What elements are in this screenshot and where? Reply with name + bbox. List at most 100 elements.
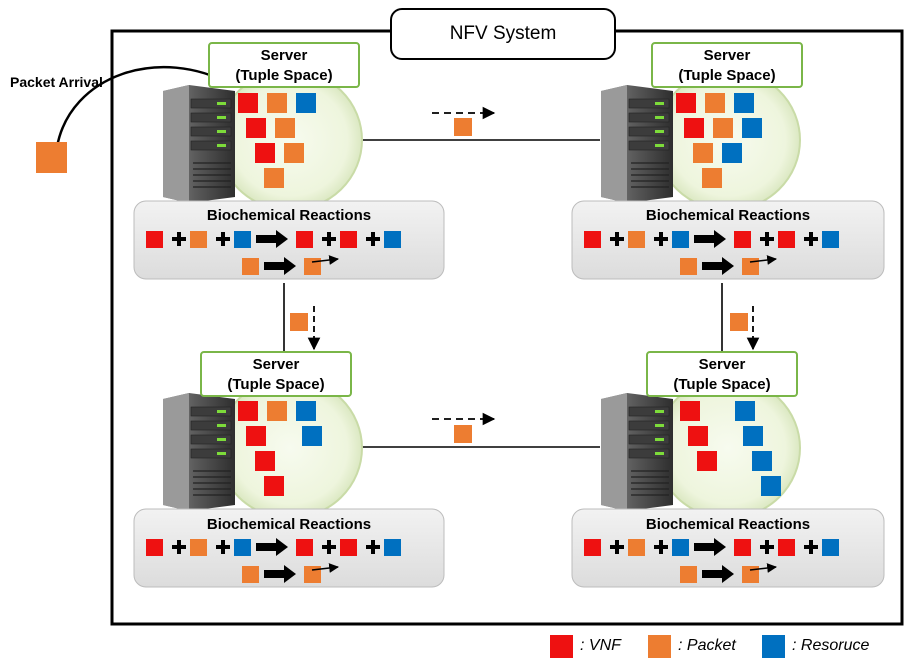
vnf-molecule bbox=[680, 401, 700, 421]
molecules bbox=[238, 401, 322, 496]
tuple-space-circle bbox=[655, 69, 801, 211]
transmit-arrow bbox=[749, 563, 777, 573]
drive-bay bbox=[190, 434, 232, 445]
molecules bbox=[676, 93, 762, 188]
drive-bay bbox=[190, 420, 232, 431]
forward-left bbox=[290, 306, 321, 351]
packet-molecule bbox=[267, 93, 287, 113]
status-led bbox=[217, 102, 226, 105]
packet-arrival-label: Packet Arrival bbox=[10, 74, 103, 90]
legend-label-vnf: : VNF bbox=[580, 637, 621, 654]
status-led bbox=[217, 438, 226, 441]
drive-bay bbox=[190, 98, 232, 109]
vnf-square bbox=[778, 539, 795, 556]
resource-molecule bbox=[296, 93, 316, 113]
vnf-molecule bbox=[684, 118, 704, 138]
server-label-top-left: Server (Tuple Space) bbox=[208, 42, 360, 88]
vnf-molecule bbox=[238, 401, 258, 421]
status-led bbox=[655, 410, 664, 413]
packet-square bbox=[628, 539, 645, 556]
resource-molecule bbox=[734, 93, 754, 113]
tuple-space-circle bbox=[217, 69, 363, 211]
server-label-bottom-right: Server (Tuple Space) bbox=[646, 351, 798, 397]
legend-label-packet: : Packet bbox=[678, 637, 736, 654]
resource-molecule bbox=[743, 426, 763, 446]
packet-molecule bbox=[264, 168, 284, 188]
plus-sign bbox=[659, 540, 663, 554]
reaction-arrow bbox=[694, 230, 726, 248]
reactions-title-bottom-left: Biochemical Reactions bbox=[206, 516, 372, 533]
tuple-space-circle bbox=[217, 377, 363, 519]
reactions-title-bottom-right: Biochemical Reactions bbox=[645, 516, 811, 533]
resource-molecule bbox=[722, 143, 742, 163]
molecules bbox=[680, 401, 781, 496]
reaction-arrow bbox=[702, 257, 734, 275]
server-node-top-right bbox=[571, 69, 885, 280]
vnf-molecule bbox=[676, 93, 696, 113]
legend-swatch-vnf bbox=[550, 635, 573, 658]
status-led bbox=[655, 438, 664, 441]
reaction-arrow bbox=[702, 565, 734, 583]
drive-bay bbox=[628, 112, 670, 123]
packet-square bbox=[628, 231, 645, 248]
plus-sign bbox=[371, 232, 375, 246]
packet-square bbox=[242, 566, 259, 583]
molecules bbox=[238, 93, 316, 188]
status-led bbox=[655, 130, 664, 133]
resource-molecule bbox=[296, 401, 316, 421]
packet-square bbox=[190, 539, 207, 556]
resource-square bbox=[234, 539, 251, 556]
server-label-bottom-left: Server (Tuple Space) bbox=[200, 351, 352, 397]
vnf-square bbox=[584, 539, 601, 556]
server-label-line2: (Tuple Space) bbox=[678, 67, 776, 84]
server-label-line1: Server bbox=[703, 47, 751, 64]
status-led bbox=[217, 116, 226, 119]
vnf-square bbox=[146, 231, 163, 248]
vnf-square bbox=[296, 539, 313, 556]
status-led bbox=[217, 410, 226, 413]
vnf-square bbox=[584, 231, 601, 248]
packet-square bbox=[742, 566, 759, 583]
plus-sign bbox=[327, 540, 331, 554]
reaction-panel-bg bbox=[133, 508, 445, 588]
legend-swatch-packet bbox=[648, 635, 671, 658]
reaction-panel-bg bbox=[133, 200, 445, 280]
legend-swatch-resource bbox=[762, 635, 785, 658]
plus-sign bbox=[177, 540, 181, 554]
packet-square bbox=[680, 258, 697, 275]
plus-sign bbox=[809, 540, 813, 554]
vnf-molecule bbox=[264, 476, 284, 496]
server-label-line2: (Tuple Space) bbox=[673, 376, 771, 393]
packet-molecule bbox=[702, 168, 722, 188]
vnf-square bbox=[734, 231, 751, 248]
system-title: NFV System bbox=[390, 8, 616, 60]
server-links bbox=[283, 139, 723, 448]
drive-bay bbox=[190, 406, 232, 417]
server-label-top-right: Server (Tuple Space) bbox=[651, 42, 803, 88]
vnf-molecule bbox=[688, 426, 708, 446]
forward-right bbox=[730, 306, 760, 351]
resource-square bbox=[672, 231, 689, 248]
packet-molecule bbox=[693, 143, 713, 163]
packet-square bbox=[190, 231, 207, 248]
vnf-molecule bbox=[246, 118, 266, 138]
plus-sign bbox=[371, 540, 375, 554]
transmit-arrow bbox=[311, 563, 339, 573]
drive-bay bbox=[628, 126, 670, 137]
server-node-top-left bbox=[133, 69, 445, 280]
drive-bay bbox=[190, 140, 232, 151]
plus-sign bbox=[615, 540, 619, 554]
resource-square bbox=[384, 231, 401, 248]
plus-sign bbox=[327, 232, 331, 246]
packet-molecule bbox=[284, 143, 304, 163]
vnf-molecule bbox=[697, 451, 717, 471]
server-tower-icon bbox=[163, 85, 235, 203]
vnf-square bbox=[296, 231, 313, 248]
resource-molecule bbox=[735, 401, 755, 421]
resource-molecule bbox=[302, 426, 322, 446]
reaction-panel bbox=[133, 200, 445, 280]
vnf-molecule bbox=[246, 426, 266, 446]
reaction-arrow bbox=[694, 538, 726, 556]
resource-molecule bbox=[752, 451, 772, 471]
